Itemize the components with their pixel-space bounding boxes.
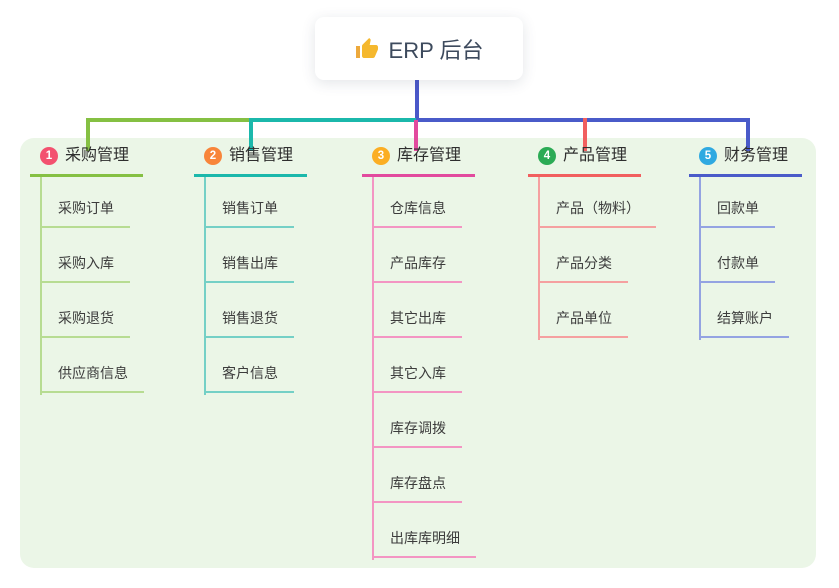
child-node[interactable]: 产品分类 xyxy=(538,253,628,283)
branch-title-sales[interactable]: 2 销售管理 xyxy=(194,145,308,177)
branch-label: 库存管理 xyxy=(397,147,462,164)
child-node[interactable]: 仓库信息 xyxy=(372,198,462,228)
child-node[interactable]: 库存盘点 xyxy=(372,473,462,503)
thumbs-up-icon xyxy=(355,37,379,61)
branch-title-purchase[interactable]: 1 采购管理 xyxy=(30,145,144,177)
child-node[interactable]: 付款单 xyxy=(699,253,775,283)
branch-badge: 5 xyxy=(699,147,717,165)
child-node[interactable]: 其它入库 xyxy=(372,363,462,393)
child-node[interactable]: 其它出库 xyxy=(372,308,462,338)
child-node[interactable]: 销售订单 xyxy=(204,198,294,228)
branch-label: 产品管理 xyxy=(563,147,628,164)
branch-child-connector xyxy=(204,177,206,395)
child-node[interactable]: 产品单位 xyxy=(538,308,628,338)
connector-drop-inventory xyxy=(414,120,418,151)
branch-label: 销售管理 xyxy=(229,147,294,164)
child-node[interactable]: 产品库存 xyxy=(372,253,462,283)
branch-label: 财务管理 xyxy=(724,147,789,164)
branch-child-connector xyxy=(699,177,701,340)
branch-child-connector xyxy=(538,177,540,340)
connector-root-vertical xyxy=(415,80,419,120)
branches-panel xyxy=(20,138,816,568)
branch-title-inventory[interactable]: 3 库存管理 xyxy=(362,145,476,177)
connector-drop-finance xyxy=(746,118,750,151)
root-node[interactable]: ERP 后台 xyxy=(315,17,523,80)
child-node[interactable]: 客户信息 xyxy=(204,363,294,393)
branch-badge: 2 xyxy=(204,147,222,165)
child-node[interactable]: 销售退货 xyxy=(204,308,294,338)
child-node[interactable]: 回款单 xyxy=(699,198,775,228)
connector-drop-product xyxy=(583,118,587,151)
child-node[interactable]: 采购入库 xyxy=(40,253,130,283)
child-node[interactable]: 采购退货 xyxy=(40,308,130,338)
child-node[interactable]: 结算账户 xyxy=(699,308,789,338)
child-node[interactable]: 采购订单 xyxy=(40,198,130,228)
connector-drop-purchase xyxy=(86,118,90,151)
branch-label: 采购管理 xyxy=(65,147,130,164)
branch-badge: 1 xyxy=(40,147,58,165)
child-node[interactable]: 库存调拨 xyxy=(372,418,462,448)
root-label: ERP 后台 xyxy=(388,37,484,63)
branch-title-finance[interactable]: 5 财务管理 xyxy=(689,145,803,177)
branch-badge: 3 xyxy=(372,147,390,165)
child-node[interactable]: 销售出库 xyxy=(204,253,294,283)
child-node[interactable]: 产品（物料） xyxy=(538,198,656,228)
child-node[interactable]: 供应商信息 xyxy=(40,363,144,393)
connector-drop-sales xyxy=(249,118,253,151)
child-node[interactable]: 出库库明细 xyxy=(372,528,476,558)
branch-badge: 4 xyxy=(538,147,556,165)
branch-child-connector xyxy=(372,177,374,560)
branch-child-connector xyxy=(40,177,42,395)
connector-bus-purchase xyxy=(86,118,253,122)
connector-bus-sales xyxy=(251,118,418,122)
branch-title-product[interactable]: 4 产品管理 xyxy=(528,145,642,177)
